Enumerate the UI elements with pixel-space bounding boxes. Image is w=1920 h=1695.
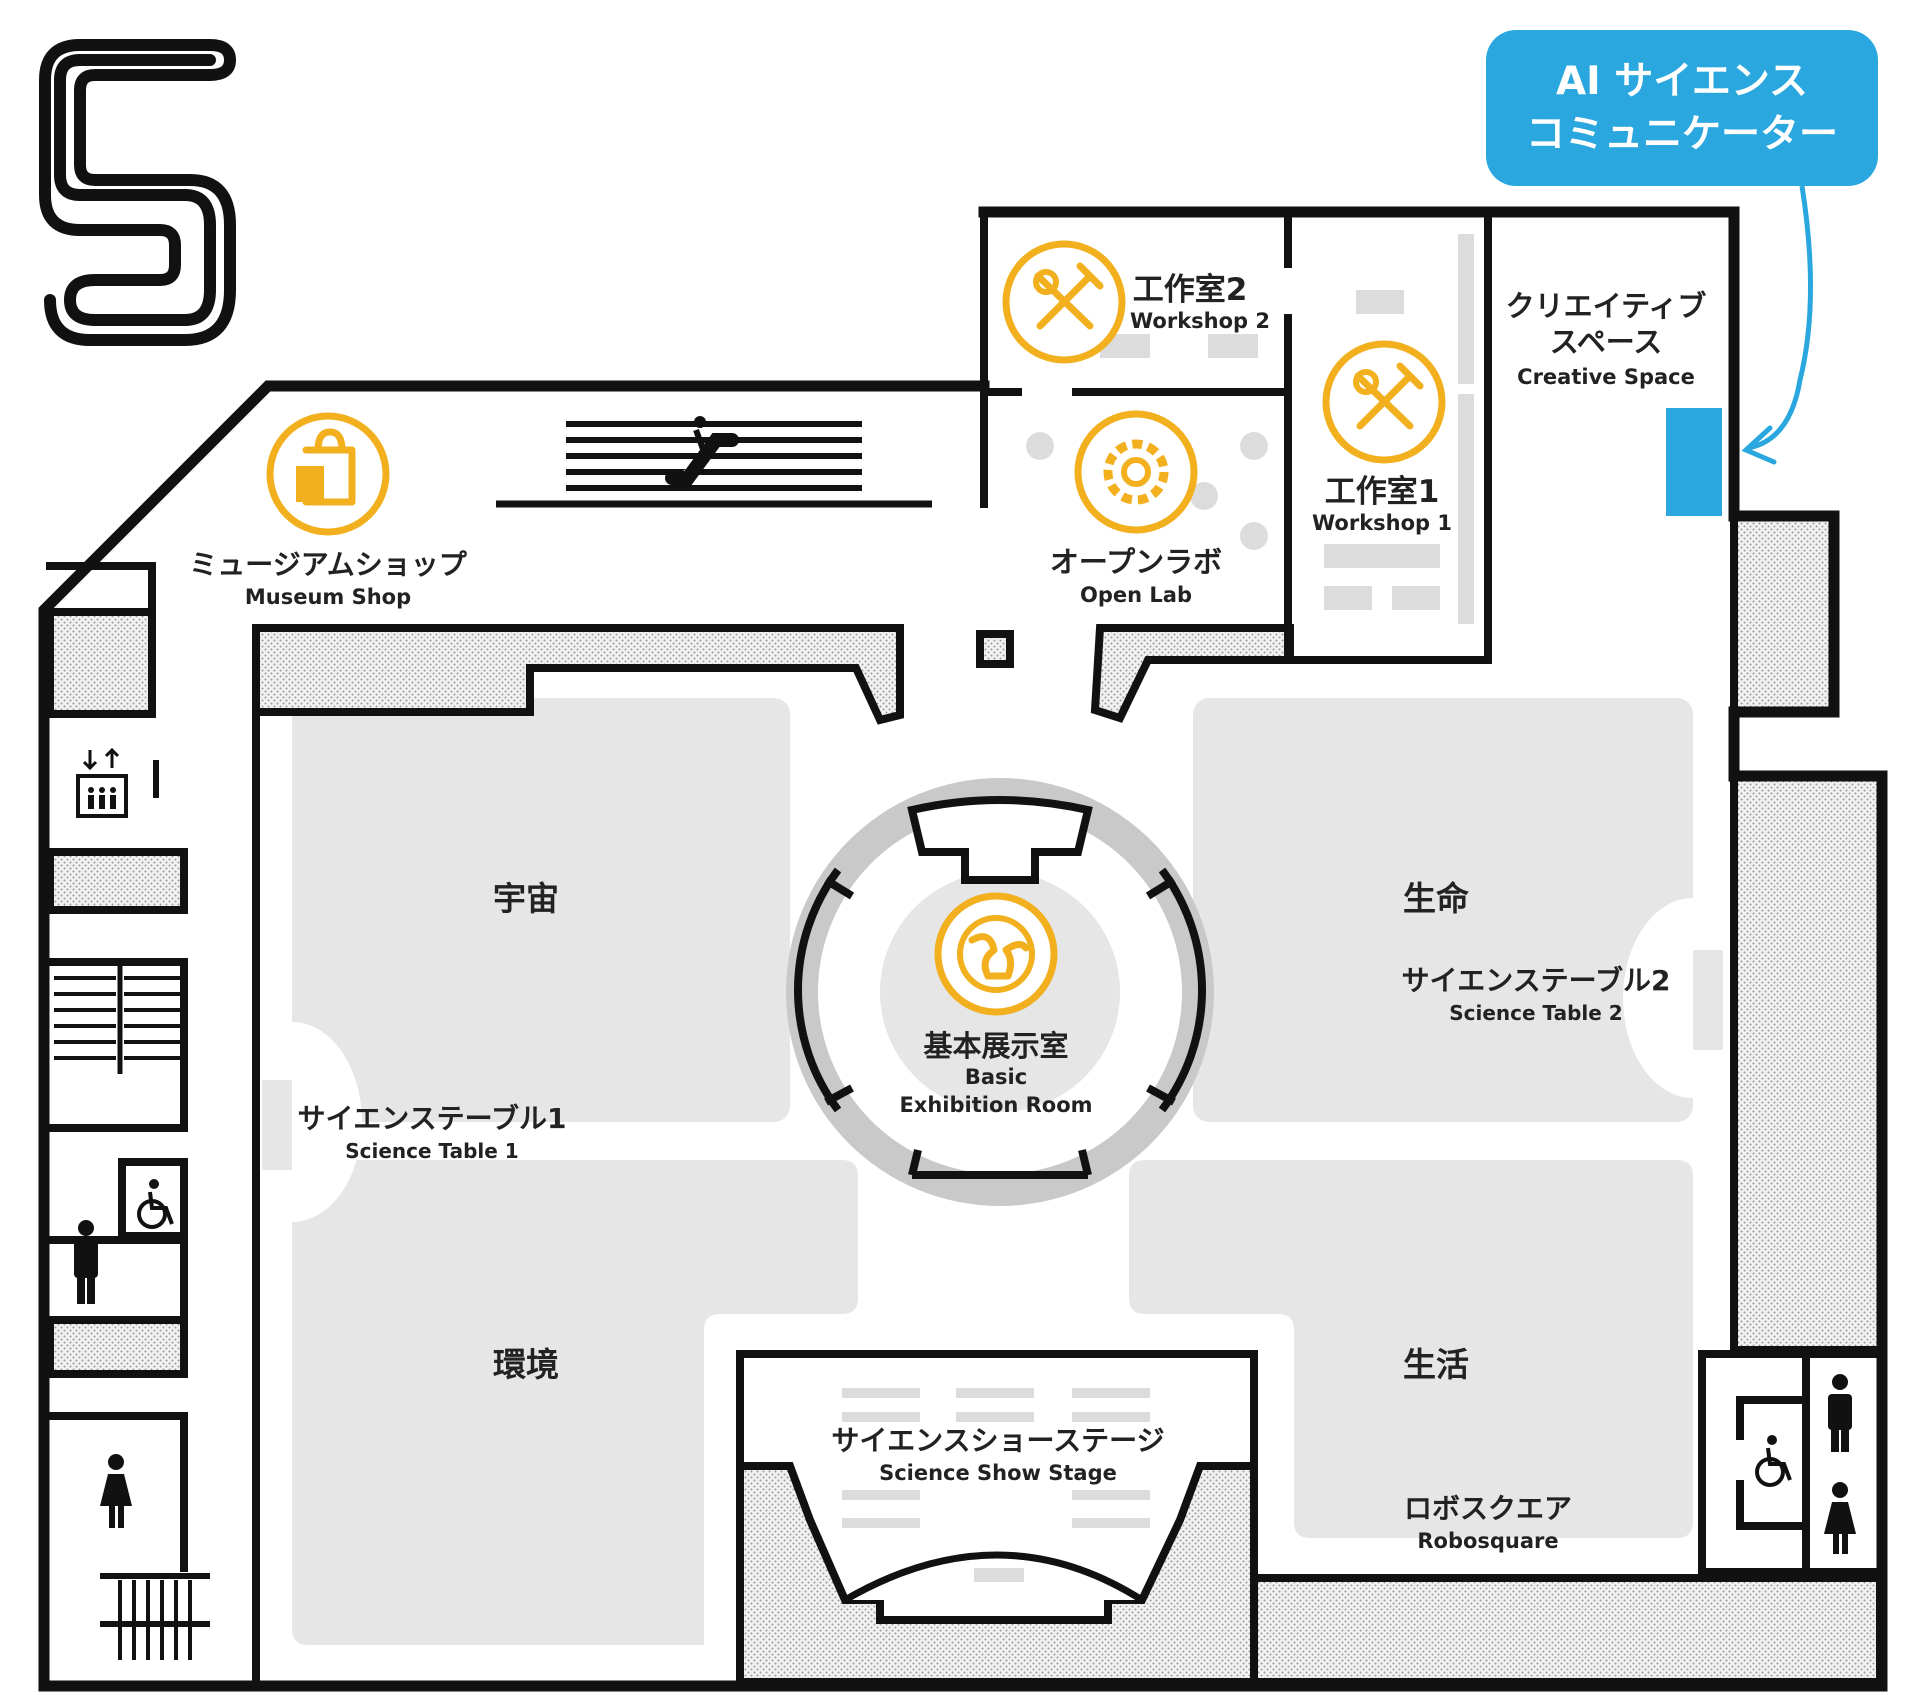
zone-space[interactable]	[292, 698, 790, 1122]
living-label: 生活	[1403, 1345, 1469, 1384]
callout-arrowhead	[1741, 425, 1777, 465]
creative-space-label-ja-1: クリエイティブ	[1506, 289, 1707, 323]
accessible-restroom-east[interactable]	[1736, 1396, 1810, 1530]
workshop2-label-en: Workshop 2	[1130, 309, 1270, 333]
creative-space-label-ja-2: スペース	[1550, 325, 1663, 359]
zone-living[interactable]	[1129, 1160, 1693, 1538]
basic-exhibition-label-en-2: Exhibition Room	[899, 1093, 1092, 1117]
science-table-2	[1693, 950, 1723, 1050]
escalator-icon	[665, 416, 739, 485]
pillar	[976, 630, 1014, 668]
workshop1-shelf	[1458, 394, 1474, 624]
tools-2-icon[interactable]	[1002, 240, 1126, 364]
elevator-icon[interactable]	[76, 747, 128, 818]
science-table-2-area	[1623, 898, 1693, 1098]
science-table-2-label-ja: サイエンステーブル2	[1402, 964, 1671, 997]
wall-block-east-2	[1730, 772, 1886, 1354]
stairs-icon[interactable]	[46, 958, 188, 1132]
wall-block-west-3	[46, 1316, 188, 1378]
robosquare-label-en: Robosquare	[1417, 1529, 1558, 1553]
life-label: 生命	[1403, 879, 1470, 918]
shopping-bag-icon[interactable]	[266, 412, 390, 536]
women-restroom-west[interactable]	[46, 1412, 188, 1572]
callout-line-2: コミュニケーター	[1525, 112, 1838, 157]
women-restroom-icon	[1824, 1482, 1856, 1554]
science-show-stage-label-ja: サイエンスショーステージ	[831, 1424, 1164, 1457]
callout-pointer	[1747, 185, 1814, 451]
zone-life[interactable]	[1193, 698, 1693, 1122]
wall-block-west-1	[46, 608, 156, 718]
wall-block-west-2	[46, 848, 188, 914]
workshop1-shelf	[1458, 234, 1474, 384]
open-lab-stool	[1240, 522, 1268, 550]
museum-shop-label-en: Museum Shop	[245, 585, 411, 609]
wall-block-east-1	[1730, 512, 1838, 716]
wheelchair-icon	[1755, 1435, 1792, 1487]
basic-exhibition-label-en-1: Basic	[965, 1065, 1027, 1089]
workshop1-table	[1356, 290, 1404, 314]
men-restroom-icon	[1828, 1374, 1852, 1452]
creative-space-label-en: Creative Space	[1517, 365, 1695, 389]
workshop1-table	[1324, 544, 1440, 568]
open-lab-stool	[1026, 432, 1054, 460]
workshop1-table	[1392, 586, 1440, 610]
stairs-icon[interactable]	[100, 1573, 210, 1660]
gear-icon[interactable]	[1074, 410, 1198, 534]
floor-number: 5	[39, 39, 236, 346]
open-lab-label-en: Open Lab	[1080, 583, 1192, 607]
workshop1-table	[1324, 586, 1372, 610]
science-table-1-label-en: Science Table 1	[345, 1139, 518, 1163]
science-show-stage-label-en: Science Show Stage	[879, 1461, 1117, 1485]
open-lab-stool	[1240, 432, 1268, 460]
science-table-1-label-ja: サイエンステーブル1	[298, 1102, 567, 1135]
ai-communicator-location[interactable]	[1666, 408, 1722, 516]
wall-block-north-left	[252, 624, 904, 725]
wall-west-1	[46, 562, 156, 718]
space-label: 宇宙	[493, 879, 559, 918]
workshop2-table	[1208, 334, 1258, 358]
escalator[interactable]	[496, 416, 932, 508]
accessible-restroom-west[interactable]	[118, 1158, 188, 1240]
science-table-2-label-en: Science Table 2	[1449, 1001, 1622, 1025]
environment-label: 環境	[493, 1345, 559, 1384]
zone-environment[interactable]	[292, 1160, 858, 1645]
ai-science-communicator-callout[interactable]: AI サイエンス コミュニケーター	[1486, 30, 1878, 186]
museum-shop-label-ja: ミュージアムショップ	[189, 548, 467, 581]
open-lab-label-ja: オープンラボ	[1050, 545, 1222, 579]
outer-wall	[38, 206, 1888, 1692]
wall-workshop1	[1284, 208, 1492, 664]
men-restroom-icon	[74, 1220, 98, 1304]
science-table-1	[262, 1080, 292, 1170]
workshop1-label-ja: 工作室1	[1325, 474, 1440, 510]
workshop1-label-en: Workshop 1	[1312, 511, 1452, 535]
science-table-1-area	[292, 1022, 362, 1222]
women-restroom-icon	[100, 1454, 132, 1528]
workshop2-label-ja: 工作室2	[1133, 272, 1248, 308]
wall-east-restroom-2	[1698, 1350, 1886, 1576]
callout-line-1: AI サイエンス	[1555, 59, 1809, 104]
basic-exhibition-label-ja: 基本展示室	[923, 1029, 1068, 1063]
robosquare-label-ja: ロボスクエア	[1404, 1492, 1572, 1525]
wheelchair-icon	[137, 1179, 174, 1229]
globe-icon[interactable]	[934, 892, 1058, 1016]
tools-1-icon[interactable]	[1322, 340, 1446, 464]
wall-block-south-east	[1250, 1574, 1884, 1686]
open-lab-stool	[1190, 482, 1218, 510]
men-restroom-west[interactable]	[46, 1236, 188, 1324]
